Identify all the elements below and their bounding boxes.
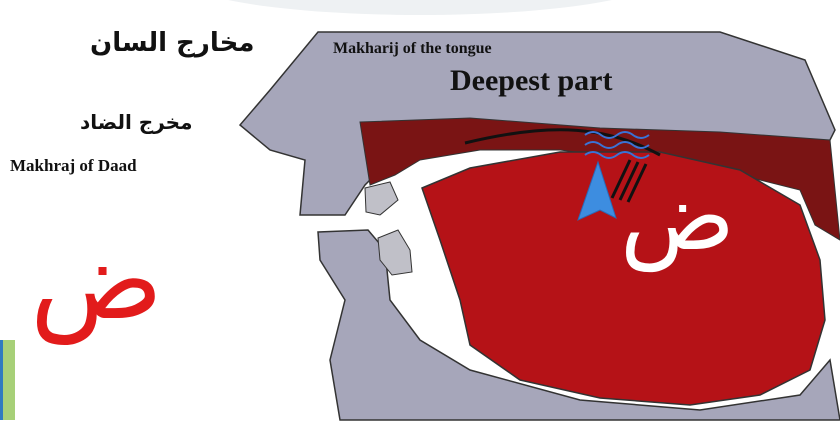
deepest-part-label: Deepest part [450, 64, 612, 98]
english-subtitle: Makhraj of Daad [10, 156, 137, 176]
left-edge-bar [0, 340, 15, 420]
arabic-title: مخارج السان [90, 28, 254, 58]
upper-tooth [365, 182, 398, 215]
letter-daad-large: ض [30, 225, 163, 335]
letter-daad-on-tongue: ض [620, 170, 735, 265]
arabic-subtitle: مخرج الضاد [80, 110, 192, 134]
tongue-label: Makharij of the tongue [333, 40, 492, 58]
